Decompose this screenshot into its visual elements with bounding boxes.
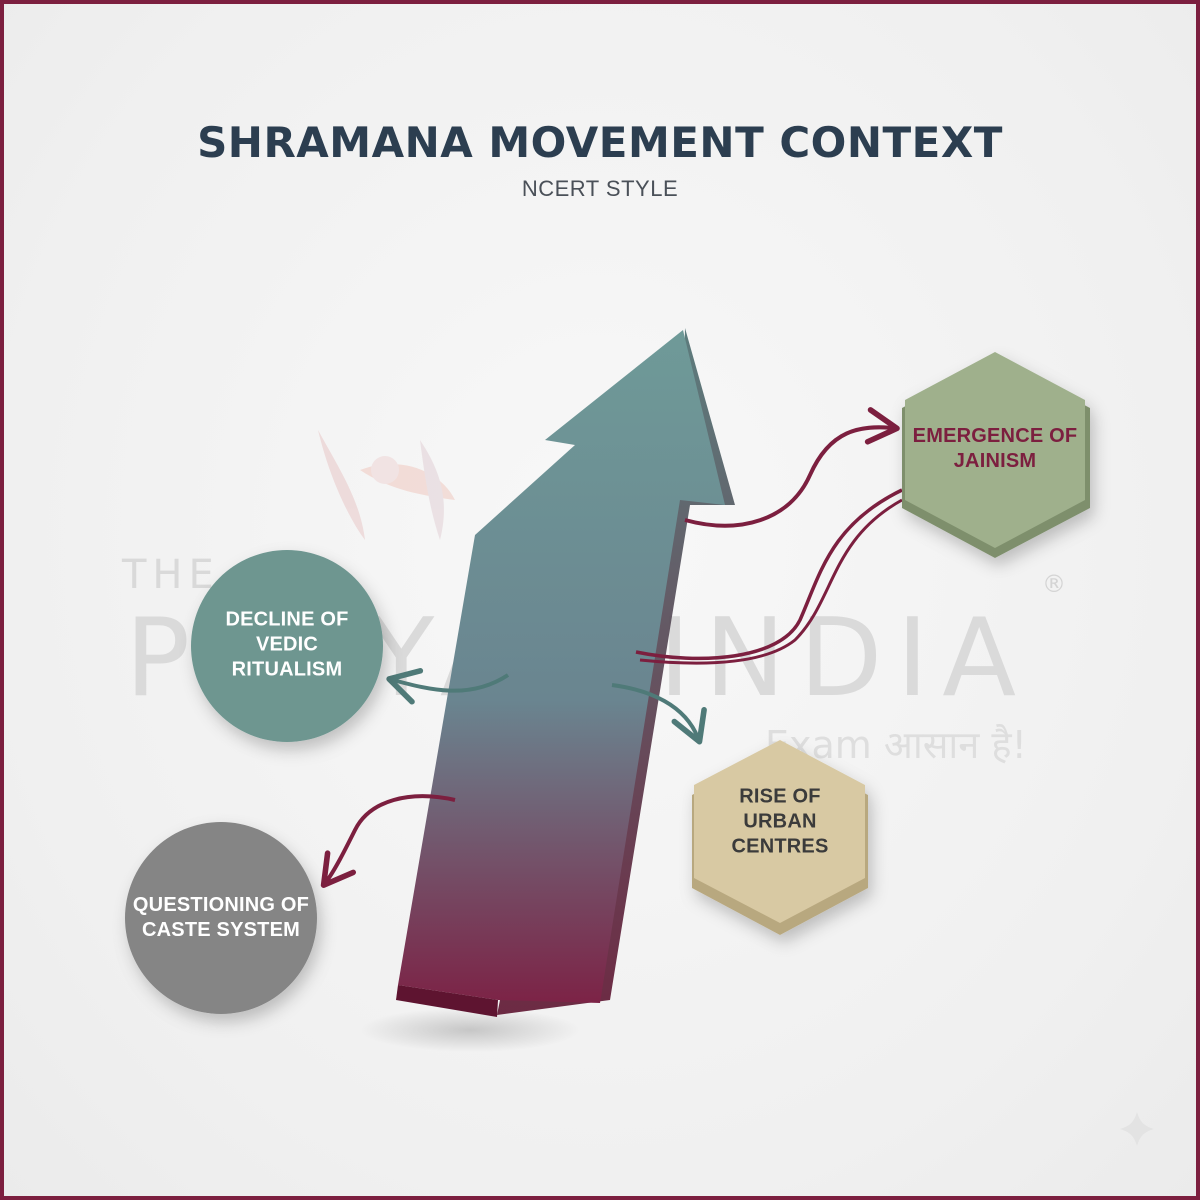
sparkle-icon	[1120, 1112, 1154, 1146]
connectors	[320, 407, 903, 889]
connector-vedic	[386, 668, 510, 705]
node-urban-label: RISE OF URBAN CENTRES	[731, 785, 829, 858]
main-arrow	[396, 328, 735, 1017]
connector-jainism	[684, 407, 900, 528]
connector-jainism-return-2	[639, 498, 903, 665]
arrow-shadow	[360, 1008, 580, 1052]
node-jainism-label: EMERGENCE OF JAINISM	[912, 425, 1078, 472]
node-caste-circle	[125, 822, 317, 1014]
page-title: SHRAMANA MOVEMENT CONTEXT	[197, 118, 1003, 167]
connector-caste	[320, 794, 456, 889]
node-urban	[692, 740, 868, 935]
watermark-logo	[318, 430, 455, 540]
node-jainism	[902, 352, 1090, 558]
node-jainism-hexagon	[905, 352, 1085, 548]
page-subtitle: NCERT STYLE	[521, 176, 679, 201]
node-vedic-circle	[191, 550, 383, 742]
connector-jainism-return-1	[635, 488, 903, 661]
connector-urban	[611, 683, 707, 745]
node-caste	[125, 822, 317, 1014]
node-urban-hexagon	[694, 740, 865, 923]
node-caste-label: QUESTIONING OF CASTE SYSTEM	[132, 894, 310, 941]
watermark-registered: ®	[1042, 570, 1066, 598]
watermark-the: THE	[121, 552, 220, 598]
node-vedic-label: DECLINE OF VEDIC RITUALISM	[225, 608, 349, 681]
node-vedic	[191, 550, 383, 742]
